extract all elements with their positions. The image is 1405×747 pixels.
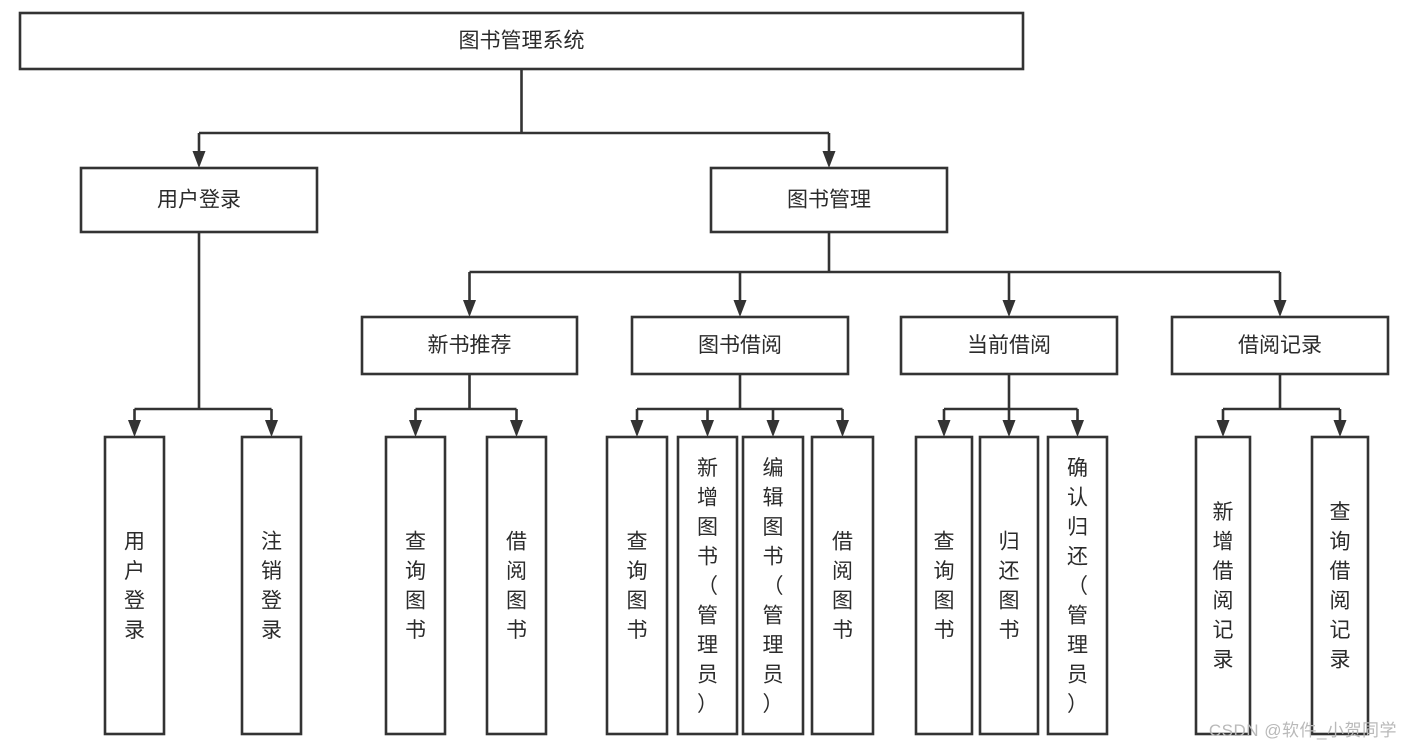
node-leaf-借阅图书-7[interactable]: 借阅图书 [810,435,875,736]
node-label: 图书借阅 [698,334,782,357]
node-leaf-确认归还管理员-10[interactable]: 确认归还（管理员） [1046,435,1109,736]
node-label: 确认归还（管理员） [1067,457,1088,716]
node-leaf-查询图书-4[interactable]: 查询图书 [605,435,669,736]
arrow-head-icon [766,420,780,437]
arrow-head-icon [1273,300,1287,317]
arrow-head-icon [510,420,523,437]
node-label: 新增图书（管理员） [697,457,718,716]
node-level2-图书管理-1[interactable]: 图书管理 [709,166,949,234]
node-label: 图书管理 [787,189,871,212]
node-leaf-新增借阅记录-11[interactable]: 新增借阅记录 [1194,435,1252,736]
arrow-head-icon [265,420,278,437]
arrow-head-icon [937,420,951,437]
node-leaf-借阅图书-3[interactable]: 借阅图书 [485,435,548,736]
arrow-head-icon [1002,420,1016,437]
arrow-head-icon [1333,420,1347,437]
arrow-head-icon [128,420,141,437]
node-leaf-查询借阅记录-12[interactable]: 查询借阅记录 [1310,435,1370,736]
node-label: 注销登录 [261,531,282,643]
arrow-head-icon [409,420,422,437]
diagram-nodes: 图书管理系统用户登录图书管理新书推荐图书借阅当前借阅借阅记录用户登录注销登录查询… [18,11,1390,736]
arrow-head-icon [822,151,836,168]
node-label: 新书推荐 [428,334,512,357]
node-label: 编辑图书（管理员） [763,457,784,716]
node-leaf-编辑图书管理员-6[interactable]: 编辑图书（管理员） [741,435,805,736]
node-label: 用户登录 [124,531,145,643]
node-label: 用户登录 [157,189,241,212]
arrow-head-icon [1071,420,1084,437]
connector-lines [128,69,1347,437]
node-leaf-查询图书-2[interactable]: 查询图书 [384,435,447,736]
node-label: 借阅图书 [832,531,853,643]
arrow-head-icon [733,300,747,317]
node-level2-用户登录-0[interactable]: 用户登录 [79,166,319,234]
arrow-head-icon [630,420,644,437]
node-root[interactable]: 图书管理系统 [18,11,1025,71]
arrow-head-icon [701,420,714,437]
node-level3-新书推荐-0[interactable]: 新书推荐 [360,315,579,376]
node-leaf-用户登录-0[interactable]: 用户登录 [103,435,166,736]
node-level3-借阅记录-3[interactable]: 借阅记录 [1170,315,1390,376]
node-label: 查询图书 [627,531,648,643]
node-label: 当前借阅 [967,334,1051,357]
node-leaf-注销登录-1[interactable]: 注销登录 [240,435,303,736]
arrow-head-icon [1002,300,1016,317]
node-level3-当前借阅-2[interactable]: 当前借阅 [899,315,1119,376]
node-label: 借阅图书 [506,531,527,643]
node-level3-图书借阅-1[interactable]: 图书借阅 [630,315,850,376]
arrow-head-icon [1216,420,1230,437]
csdn-watermark: CSDN @软件_小贺同学 [1208,721,1397,740]
node-leaf-归还图书-9[interactable]: 归还图书 [978,435,1040,736]
arrow-head-icon [463,300,476,317]
arrow-head-icon [836,420,849,437]
node-label: 查询图书 [934,531,955,643]
node-label: 查询借阅记录 [1330,501,1351,672]
node-label: 图书管理系统 [459,30,585,53]
arrow-head-icon [192,151,206,168]
node-leaf-新增图书管理员-5[interactable]: 新增图书（管理员） [676,435,739,736]
node-label: 新增借阅记录 [1213,501,1234,672]
node-label: 借阅记录 [1238,334,1322,357]
node-label: 归还图书 [999,531,1020,643]
node-leaf-查询图书-8[interactable]: 查询图书 [914,435,974,736]
node-label: 查询图书 [405,531,426,643]
